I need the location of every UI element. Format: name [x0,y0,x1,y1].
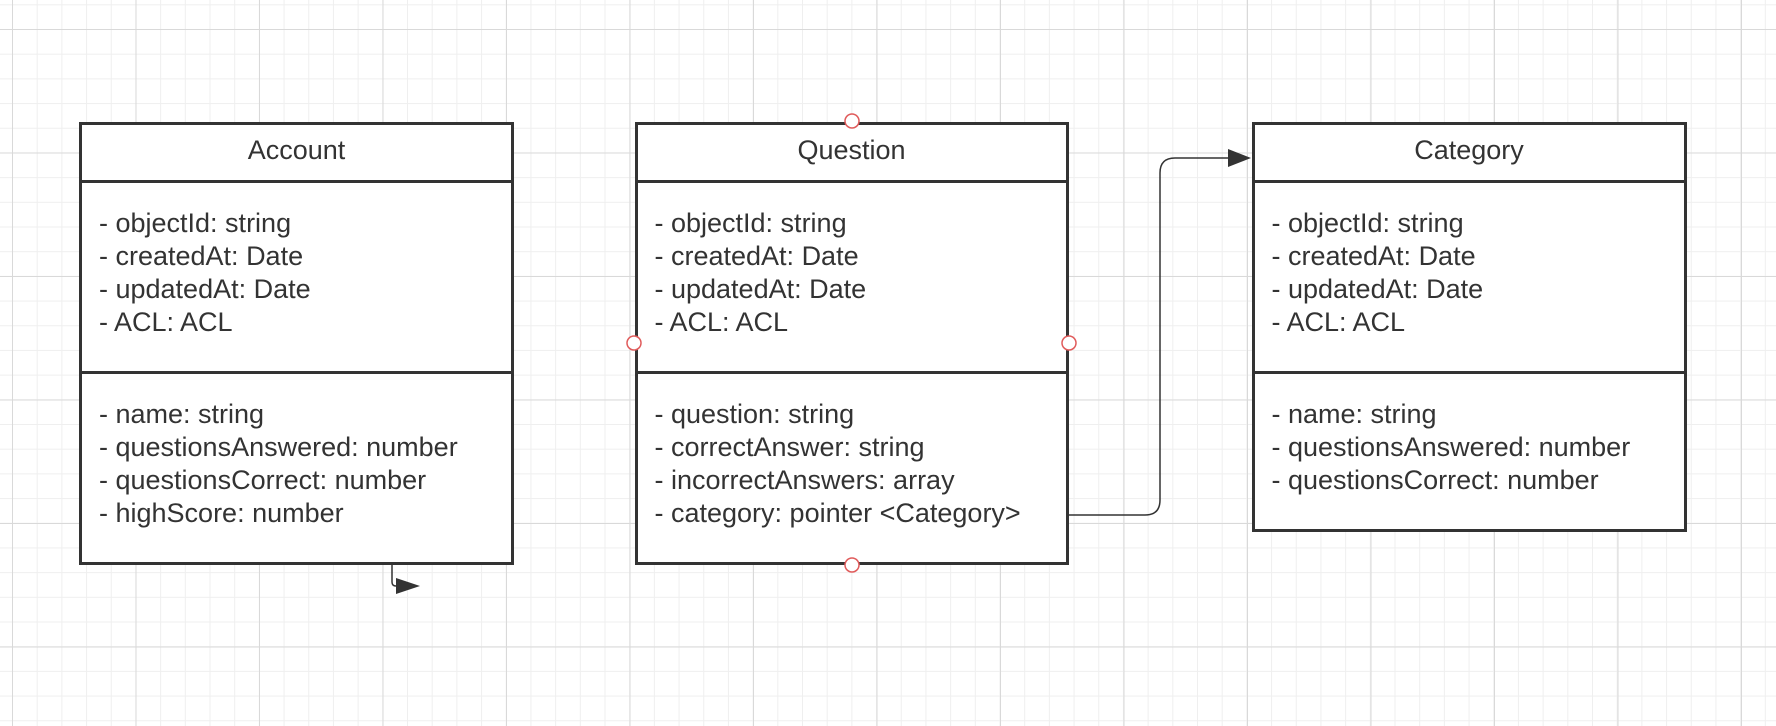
field-line: - highScore: number [99,498,344,529]
field-line: - questionsAnswered: number [99,431,458,462]
attribute-line: - objectId: string [99,207,292,238]
field-line: - questionsCorrect: number [99,465,427,496]
class-title: Account [82,125,511,183]
class-account[interactable]: Account - objectId: string - createdAt: … [79,121,514,565]
arrowhead-icon [396,578,420,594]
field-line: - category: pointer <Category> [654,498,1021,529]
attributes-section: - objectId: string - createdAt: Date - u… [637,183,1066,374]
connector-account-dangling[interactable] [391,565,420,594]
field-line: - correctAnswer: string [654,431,925,462]
attribute-line: - updatedAt: Date [1271,274,1484,305]
attribute-line: - objectId: string [1271,207,1464,238]
arrowhead-icon [1228,149,1251,167]
attribute-line: - ACL: ACL [654,307,789,338]
attribute-line: - updatedAt: Date [654,274,867,305]
selection-handle-top[interactable] [844,113,860,129]
attribute-line: - createdAt: Date [99,240,304,271]
field-line: - questionsAnswered: number [1271,431,1631,462]
field-line: - questionsCorrect: number [1271,465,1599,496]
attributes-section: - objectId: string - createdAt: Date - u… [1254,183,1684,374]
selection-handle-bottom[interactable] [844,557,860,573]
fields-section: - question: string - correctAnswer: stri… [638,374,1066,531]
class-category[interactable]: Category - objectId: string - createdAt:… [1251,121,1687,532]
fields-section: - name: string - questionsAnswered: numb… [1255,374,1684,498]
selection-handle-right[interactable] [1061,335,1077,351]
field-line: - incorrectAnswers: array [654,465,955,496]
attribute-line: - ACL: ACL [1271,307,1406,338]
class-title: Question [637,125,1066,183]
attribute-line: - objectId: string [654,207,847,238]
attribute-line: - ACL: ACL [99,307,233,338]
class-title: Category [1254,125,1684,183]
attribute-line: - updatedAt: Date [99,274,311,305]
field-line: - question: string [654,398,855,429]
connector-question-category[interactable] [1069,149,1251,516]
selection-handle-left[interactable] [626,335,642,351]
attributes-section: - objectId: string - createdAt: Date - u… [82,183,511,374]
fields-section: - name: string - questionsAnswered: numb… [82,374,511,531]
field-line: - name: string [99,398,265,429]
attribute-line: - createdAt: Date [1271,240,1476,271]
field-line: - name: string [1271,398,1437,429]
class-question[interactable]: Question - objectId: string - createdAt:… [634,121,1069,565]
attribute-line: - createdAt: Date [654,240,859,271]
